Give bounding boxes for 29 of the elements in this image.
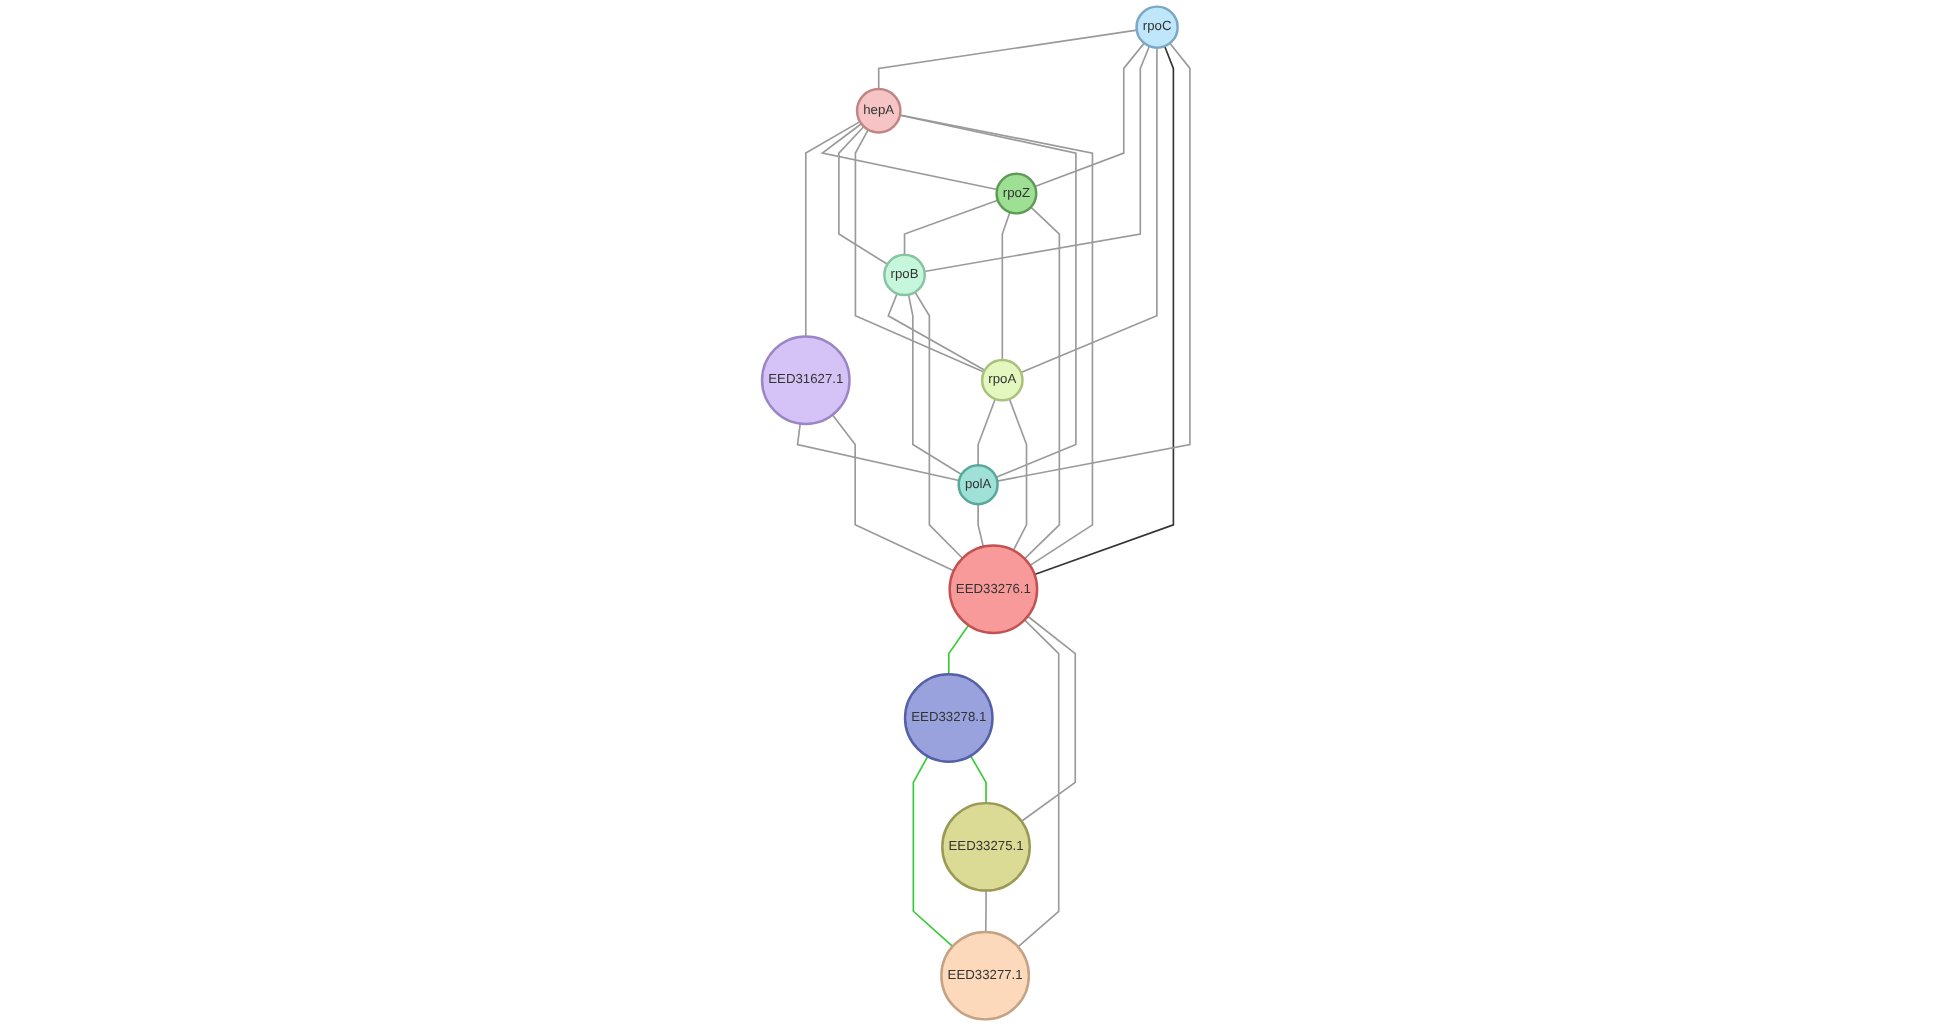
- connector: [796, 422, 960, 482]
- connector: [820, 122, 998, 191]
- connector: [903, 199, 999, 256]
- connector: [899, 114, 1077, 479]
- connector: [1023, 206, 1061, 560]
- connector: [907, 293, 963, 476]
- connector: [984, 889, 987, 933]
- connector: [804, 120, 861, 338]
- connector: [923, 45, 1151, 273]
- connector: [1033, 45, 1175, 576]
- connector: [831, 414, 955, 572]
- connector: [969, 755, 987, 804]
- connector: [1034, 42, 1145, 188]
- connector: [1008, 398, 1028, 552]
- connector: [1020, 615, 1077, 823]
- connector: [899, 114, 1094, 567]
- connector: [1001, 211, 1011, 361]
- connector: [977, 398, 997, 467]
- connector: [947, 624, 970, 676]
- connector: [912, 755, 954, 948]
- connector: [854, 128, 985, 373]
- connector: [1020, 46, 1158, 374]
- connector: [887, 292, 986, 372]
- connector: [838, 125, 889, 266]
- connector: [996, 42, 1191, 482]
- connector: [977, 503, 985, 548]
- connector: [1017, 619, 1060, 948]
- connector: [914, 291, 964, 560]
- connector: [877, 29, 1138, 90]
